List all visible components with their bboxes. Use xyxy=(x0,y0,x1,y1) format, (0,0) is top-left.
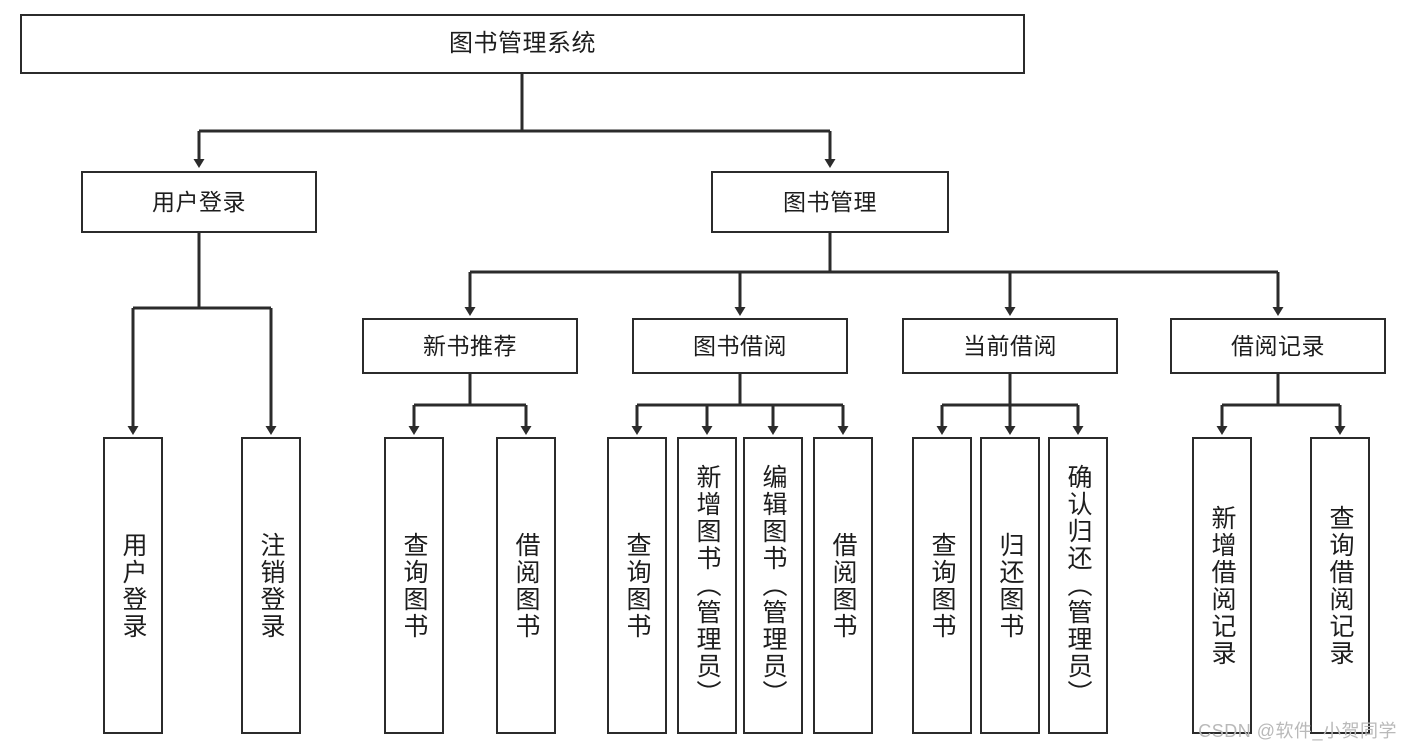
node-label: 确认归还（管理员） xyxy=(1064,464,1092,707)
leaf-add-book-admin[interactable]: 新增图书（管理员） xyxy=(677,437,737,734)
node-label: 新增图书（管理员） xyxy=(693,464,721,707)
node-root-system[interactable]: 图书管理系统 xyxy=(20,14,1025,74)
leaf-user-logout[interactable]: 注销登录 xyxy=(241,437,301,734)
leaf-borrow-book[interactable]: 借阅图书 xyxy=(813,437,873,734)
node-label: 注销登录 xyxy=(257,531,285,640)
node-label: 图书借阅 xyxy=(693,332,787,359)
node-book-borrow[interactable]: 图书借阅 xyxy=(632,318,848,374)
node-label: 查询借阅记录 xyxy=(1326,504,1354,667)
node-label: 图书管理 xyxy=(783,188,877,215)
node-label: 归还图书 xyxy=(996,531,1024,640)
leaf-user-login[interactable]: 用户登录 xyxy=(103,437,163,734)
node-label: 查询图书 xyxy=(928,531,956,640)
node-label: 借阅记录 xyxy=(1231,332,1325,359)
leaf-query-borrow-record[interactable]: 查询借阅记录 xyxy=(1310,437,1370,734)
node-label: 查询图书 xyxy=(400,531,428,640)
node-label: 查询图书 xyxy=(623,531,651,640)
leaf-borrow-book-new[interactable]: 借阅图书 xyxy=(496,437,556,734)
node-user-login[interactable]: 用户登录 xyxy=(81,171,317,233)
leaf-query-book-borrow[interactable]: 查询图书 xyxy=(607,437,667,734)
leaf-query-book-new[interactable]: 查询图书 xyxy=(384,437,444,734)
node-label: 当前借阅 xyxy=(963,332,1057,359)
node-label: 用户登录 xyxy=(119,531,147,640)
leaf-add-borrow-record[interactable]: 新增借阅记录 xyxy=(1192,437,1252,734)
node-book-management[interactable]: 图书管理 xyxy=(711,171,949,233)
node-label: 借阅图书 xyxy=(512,531,540,640)
node-label: 借阅图书 xyxy=(829,531,857,640)
node-label: 新书推荐 xyxy=(423,332,517,359)
node-borrow-record[interactable]: 借阅记录 xyxy=(1170,318,1386,374)
leaf-query-book-current[interactable]: 查询图书 xyxy=(912,437,972,734)
node-label: 用户登录 xyxy=(152,188,246,215)
node-label: 图书管理系统 xyxy=(449,30,596,58)
node-label: 新增借阅记录 xyxy=(1208,504,1236,667)
node-label: 编辑图书（管理员） xyxy=(759,464,787,707)
node-current-borrow[interactable]: 当前借阅 xyxy=(902,318,1118,374)
leaf-edit-book-admin[interactable]: 编辑图书（管理员） xyxy=(743,437,803,734)
leaf-confirm-return-admin[interactable]: 确认归还（管理员） xyxy=(1048,437,1108,734)
leaf-return-book[interactable]: 归还图书 xyxy=(980,437,1040,734)
node-new-book-recommend[interactable]: 新书推荐 xyxy=(362,318,578,374)
